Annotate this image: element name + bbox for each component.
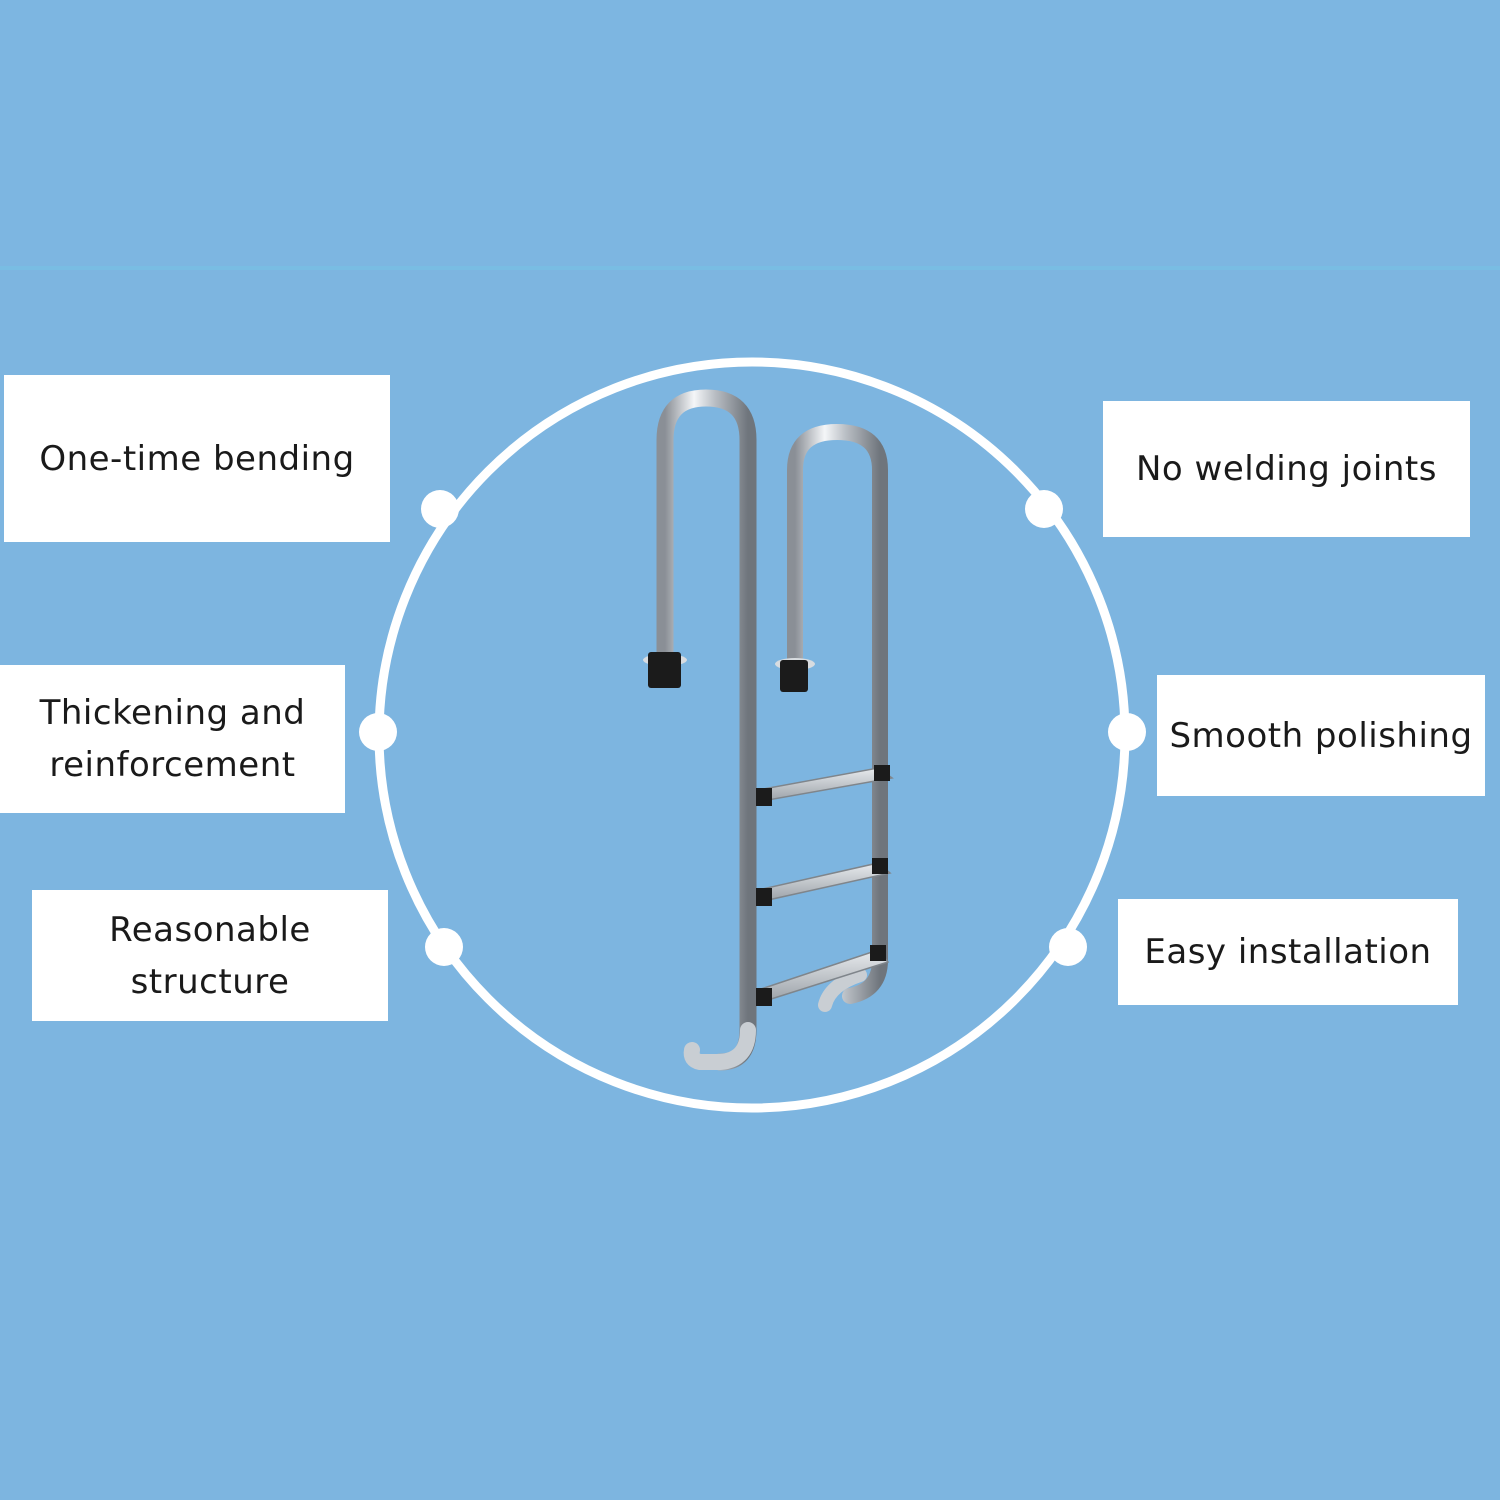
- feature-reasonable-label-line2: structure: [130, 961, 290, 1002]
- feature-smooth-polishing-label: Smooth polishing: [1169, 715, 1473, 756]
- connector-dot: [425, 928, 463, 966]
- feature-thickening-label-line2: reinforcement: [49, 745, 296, 785]
- top-background-band: [0, 0, 1500, 268]
- feature-reasonable-label-line1: Reasonable: [109, 909, 311, 950]
- background-divider-line: [0, 266, 1500, 270]
- feature-thickening-reinforcement: Thickening and reinforcement: [0, 665, 345, 813]
- ladder-step: [756, 945, 890, 1006]
- ladder-step: [756, 858, 892, 906]
- connector-dot: [359, 713, 397, 751]
- feature-reasonable-structure: Reasonable structure: [32, 890, 388, 1021]
- connector-dot: [421, 490, 459, 528]
- connector-dot: [1108, 713, 1146, 751]
- connector-dot: [1049, 928, 1087, 966]
- feature-easy-installation-label: Easy installation: [1144, 932, 1432, 972]
- feature-smooth-polishing: Smooth polishing: [1157, 675, 1485, 796]
- feature-one-time-bending: One-time bending: [4, 375, 390, 542]
- pool-ladder-image: [643, 389, 894, 1071]
- feature-no-welding-joints-label: No welding joints: [1136, 449, 1437, 489]
- feature-thickening-label-line1: Thickening and: [39, 693, 306, 733]
- feature-easy-installation: Easy installation: [1118, 899, 1458, 1005]
- feature-no-welding-joints: No welding joints: [1103, 401, 1470, 537]
- ladder-step: [756, 765, 894, 806]
- connector-dot: [1025, 490, 1063, 528]
- feature-one-time-bending-label: One-time bending: [39, 438, 355, 479]
